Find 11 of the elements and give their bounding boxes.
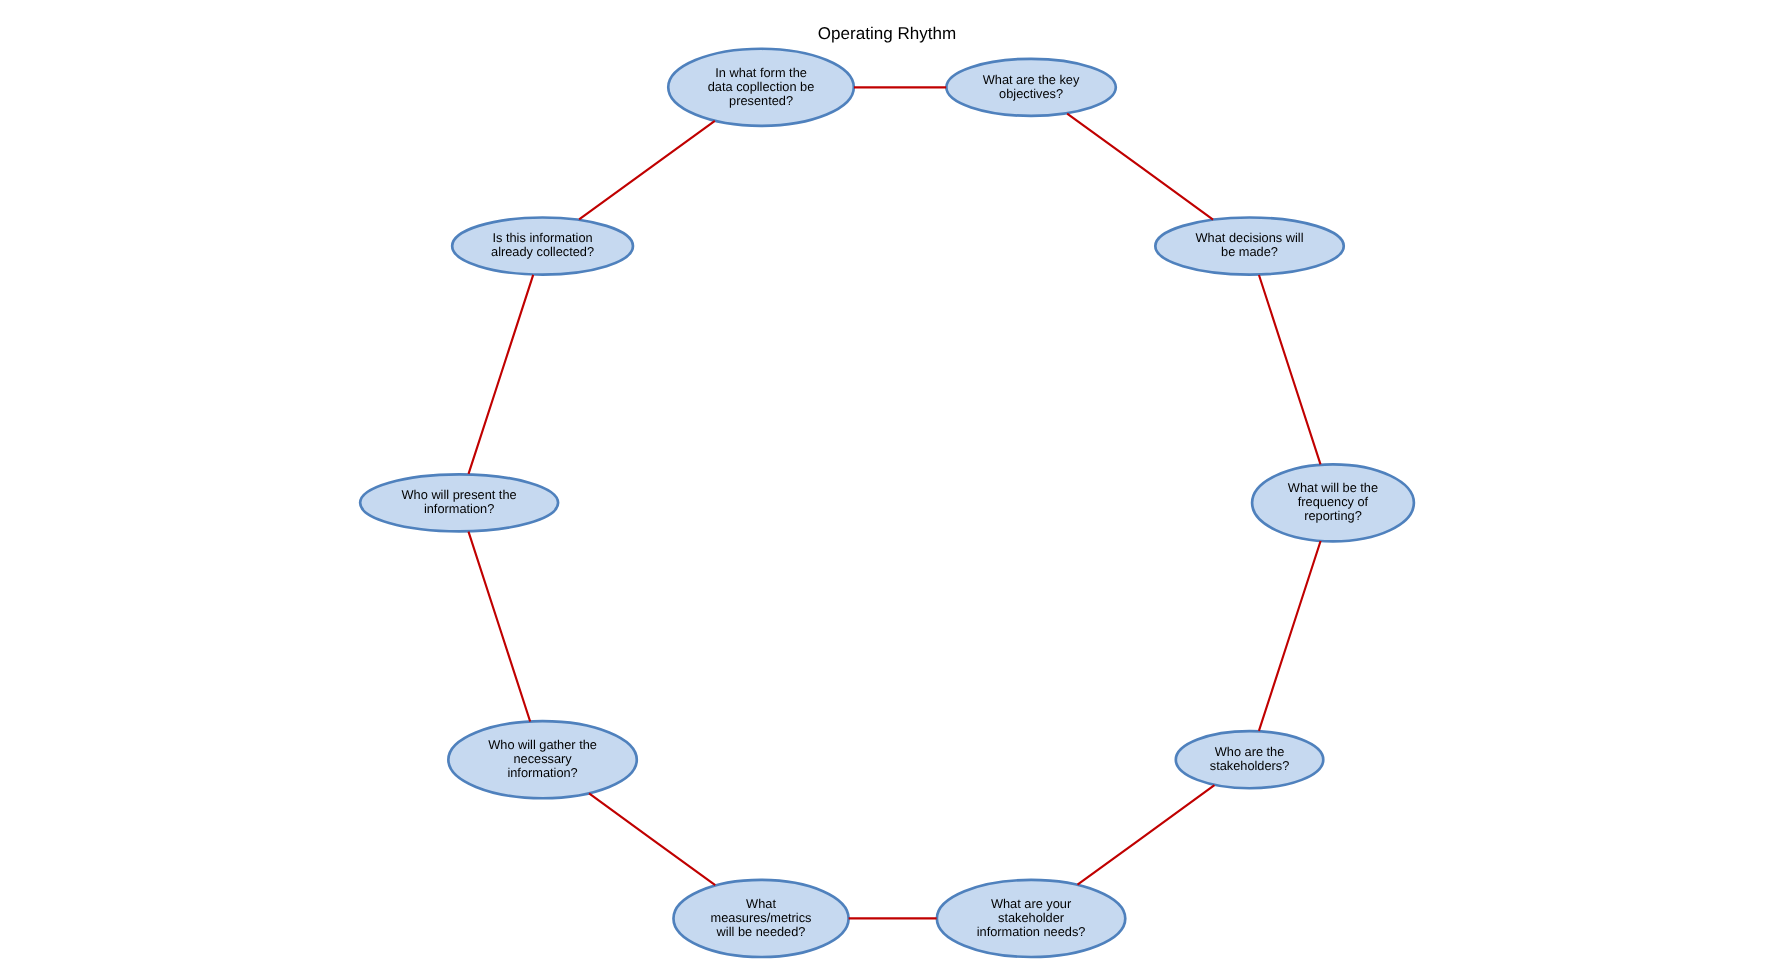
connector (852, 86, 946, 89)
connector (1256, 540, 1321, 732)
connector (847, 917, 936, 920)
connector (1075, 784, 1215, 886)
connector (587, 792, 715, 886)
connector (1256, 274, 1321, 465)
diagram-title: Operating Rhythm (816, 23, 956, 44)
connector (1065, 112, 1213, 221)
connector (466, 531, 531, 722)
connector (577, 120, 715, 221)
connector (466, 274, 534, 475)
